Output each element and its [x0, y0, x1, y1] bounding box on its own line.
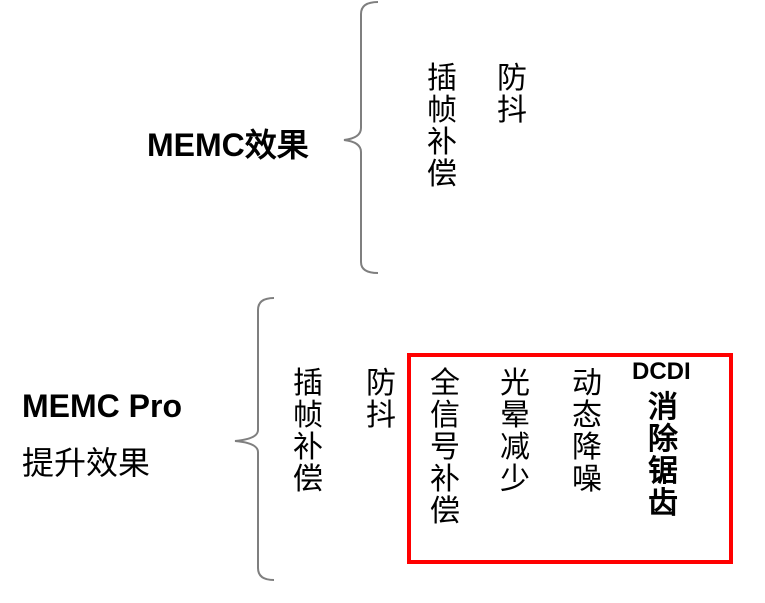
- top-brace: [343, 1, 379, 274]
- memc-pro-subtitle: 提升效果: [22, 445, 151, 481]
- full-signal-compensation-label: 全信号补偿: [430, 367, 460, 528]
- frame-interpolation-label: 插帧补偿: [427, 62, 457, 191]
- halo-reduction-label: 光晕减少: [500, 367, 530, 496]
- dcdi-label: DCDI: [632, 358, 691, 385]
- pro-frame-interpolation-label: 插帧补偿: [293, 367, 323, 496]
- new-features-highlight-box: [407, 353, 733, 564]
- dynamic-noise-reduction-label: 动态降噪: [572, 367, 602, 496]
- pro-anti-shake-label: 防抖: [366, 367, 396, 432]
- anti-shake-label: 防抖: [497, 62, 527, 127]
- memc-effect-title: MEMC效果: [147, 127, 309, 163]
- memc-pro-title: MEMC Pro: [22, 388, 182, 424]
- anti-aliasing-label: 消除锯齿: [648, 391, 678, 520]
- bottom-brace: [234, 297, 275, 581]
